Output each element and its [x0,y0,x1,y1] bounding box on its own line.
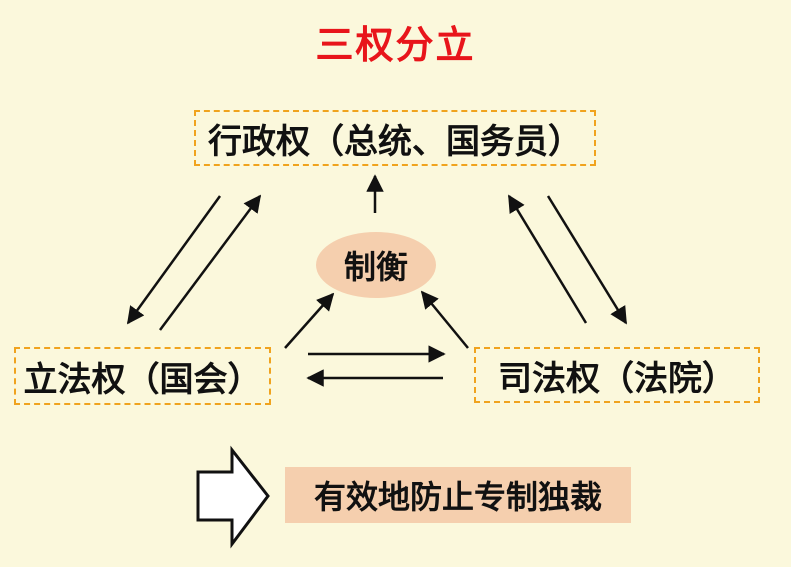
legislative-power-box: 立法权（国会） [14,347,271,405]
arrow-executive-to-legislative [126,195,222,325]
executive-power-label: 行政权（总统、国务员） [208,121,582,162]
executive-power-box: 行政权（总统、国务员） [194,110,596,166]
arrow-judicial-to-center [420,290,469,349]
arrow-legislative-to-center [284,292,335,349]
page-title: 三权分立 [315,23,476,67]
result-box: 有效地防止专制独裁 [285,467,631,523]
arrow-legislative-to-executive [158,194,262,331]
judicial-power-box: 司法权（法院） [474,347,760,403]
checks-balances-ellipse: 制衡 [316,232,436,298]
result-label: 有效地防止专制独裁 [313,478,602,516]
judicial-power-label: 司法权（法院） [498,358,736,399]
legislative-power-label: 立法权（国会） [23,359,262,400]
checks-balances-label: 制衡 [343,248,408,286]
arrow-judicial-to-executive [507,194,588,324]
result-hollow-arrow-icon [196,445,270,549]
arrow-executive-to-judicial [546,195,628,325]
